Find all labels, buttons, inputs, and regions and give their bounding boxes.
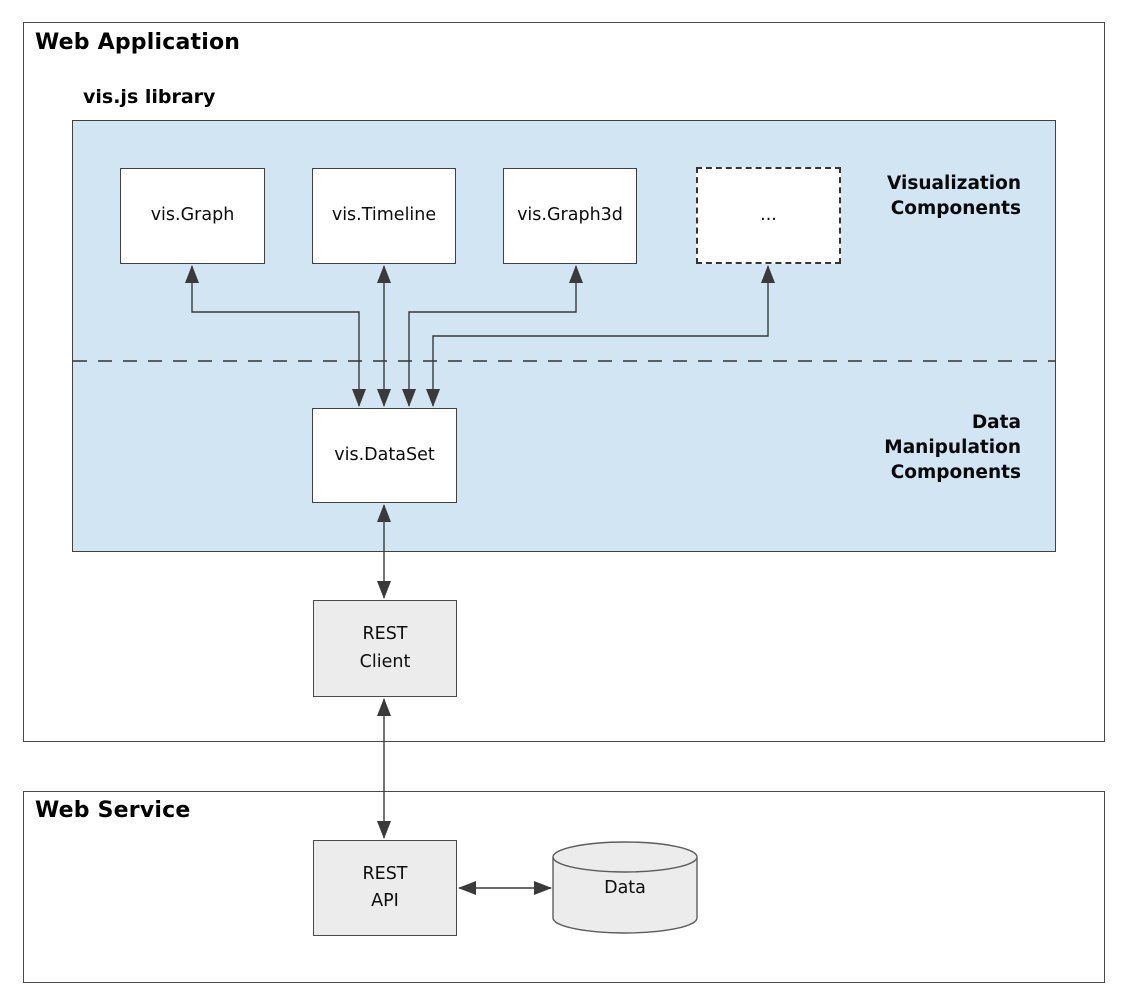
web-application-title: Web Application: [35, 30, 241, 55]
web-application-container: [23, 22, 1105, 742]
web-service-container: [23, 791, 1105, 983]
visualization-components-label: Visualization Components: [887, 173, 1021, 219]
node-rest-api: REST API: [313, 840, 457, 936]
node-ellipsis: ...: [696, 167, 841, 264]
node-vis-dataset: vis.DataSet: [312, 408, 457, 503]
node-rest-client: REST Client: [313, 600, 457, 697]
node-vis-graph: vis.Graph: [120, 168, 265, 264]
database-label: Data: [604, 877, 646, 898]
node-vis-graph3d: vis.Graph3d: [503, 168, 637, 264]
data-manipulation-components-label: Data Manipulation Components: [884, 412, 1021, 483]
visjs-library-label: vis.js library: [83, 86, 216, 108]
web-service-title: Web Service: [35, 798, 191, 823]
node-vis-timeline: vis.Timeline: [312, 168, 456, 264]
